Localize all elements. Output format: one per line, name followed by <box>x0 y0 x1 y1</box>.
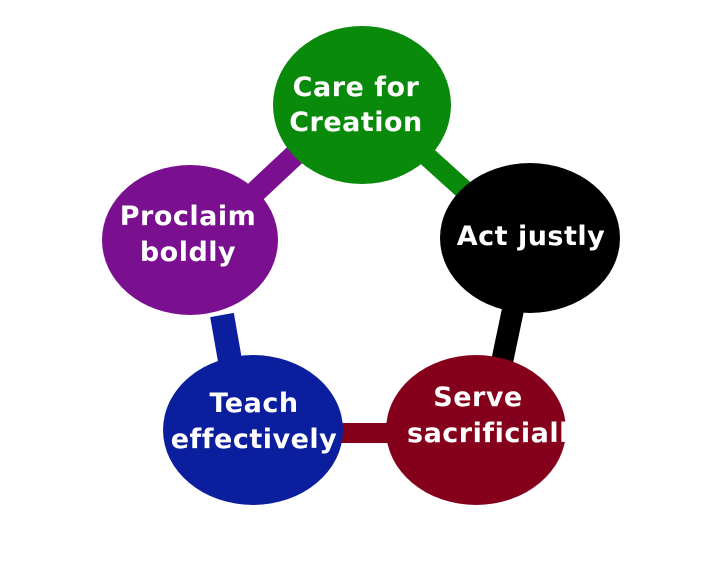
node-label: Creation <box>289 107 423 138</box>
connector-proclaim-to-care <box>242 143 306 206</box>
node-label: boldly <box>140 237 236 268</box>
node-label: Act justly <box>457 221 606 252</box>
node-label: effectively <box>171 424 338 455</box>
node-label: Serve <box>433 382 523 413</box>
node-label: Proclaim <box>120 201 257 232</box>
node-serve-sacrificially: Serve sacrificially <box>386 355 587 505</box>
node-act-justly: Act justly <box>440 163 620 313</box>
node-care-for-creation: Care for Creation <box>273 26 451 184</box>
node-label: Care for <box>293 72 420 103</box>
node-proclaim-boldly: Proclaim boldly <box>102 165 278 315</box>
node-label: sacrificially <box>407 418 587 449</box>
node-label: Teach <box>209 388 298 419</box>
node-teach-effectively: Teach effectively <box>163 355 343 505</box>
